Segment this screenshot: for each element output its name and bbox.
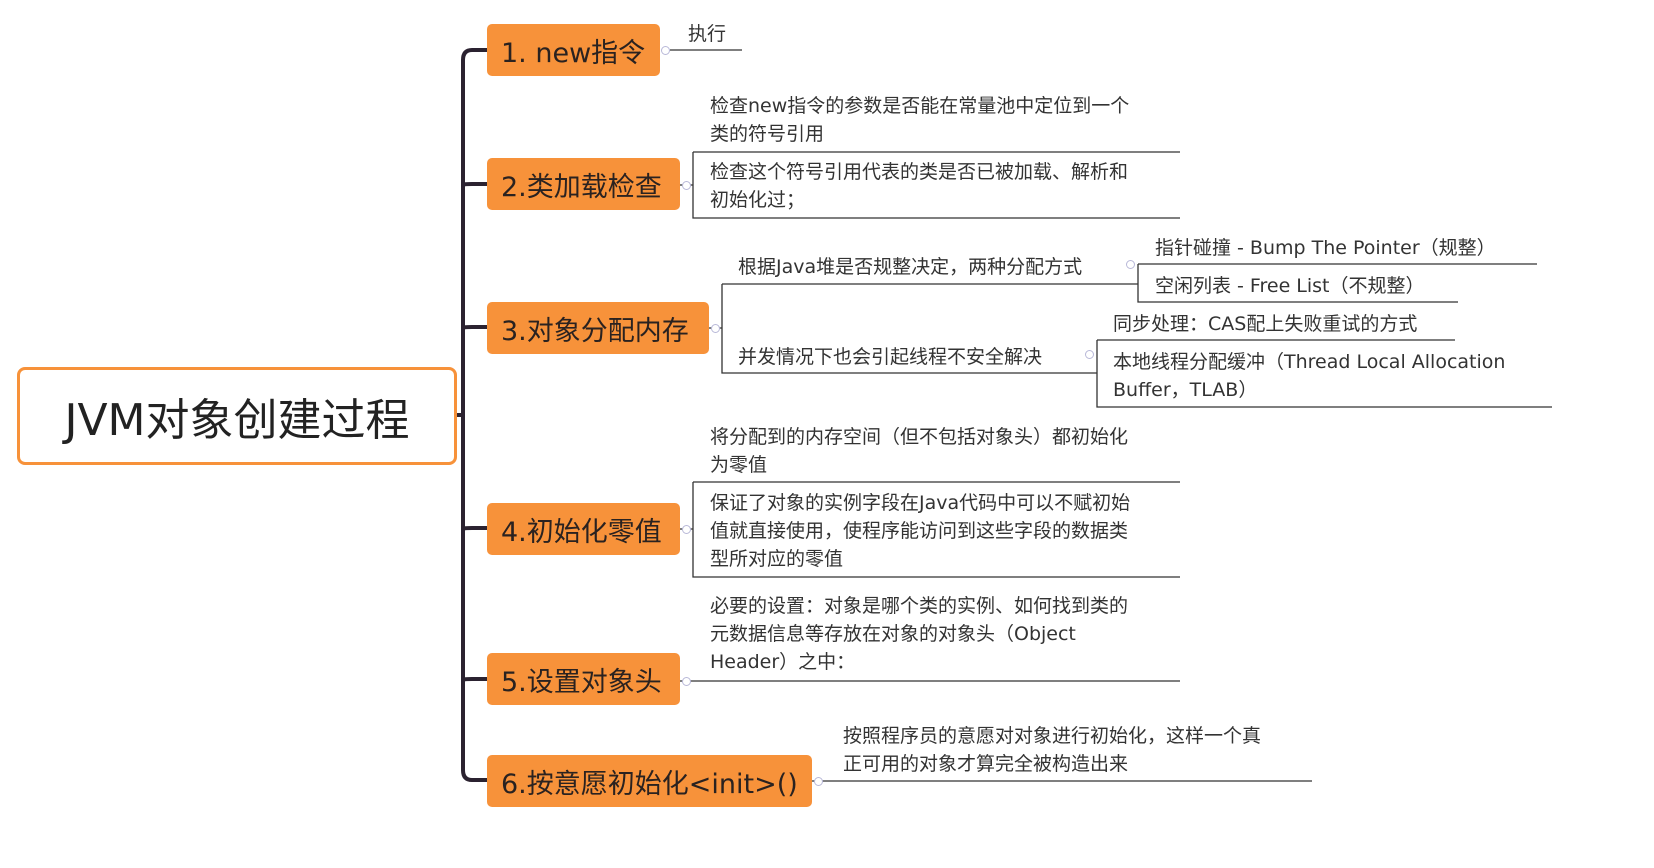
- branch-allocate-memory[interactable]: 3.对象分配内存: [487, 302, 709, 354]
- branch-init-zero[interactable]: 4.初始化零值: [487, 503, 680, 555]
- leaf-execute[interactable]: 执行: [688, 23, 727, 45]
- leaf-line: Buffer，TLAB）: [1113, 379, 1258, 401]
- leaf-check-loaded[interactable]: 检查这个符号引用代表的类是否已被加载、解析和 初始化过；: [710, 158, 1128, 214]
- collapse-toggle-icon[interactable]: [1085, 350, 1094, 359]
- leaf-line: 型所对应的零值: [710, 548, 844, 570]
- leaf-line: 元数据信息等存放在对象的对象头（Object: [710, 623, 1076, 645]
- branch-set-header[interactable]: 5.设置对象头: [487, 653, 680, 705]
- collapse-toggle-icon[interactable]: [682, 525, 691, 534]
- leaf-bump-pointer[interactable]: 指针碰撞 - Bump The Pointer（规整）: [1155, 237, 1496, 259]
- collapse-toggle-icon[interactable]: [682, 181, 691, 190]
- subtopic-allocation-method[interactable]: 根据Java堆是否规整决定，两种分配方式: [738, 256, 1083, 278]
- leaf-object-header[interactable]: 必要的设置：对象是哪个类的实例、如何找到类的 元数据信息等存放在对象的对象头（O…: [710, 592, 1128, 676]
- leaf-line: 按照程序员的意愿对对象进行初始化，这样一个真: [843, 725, 1262, 747]
- leaf-line: 值就直接使用，使程序能访问到这些字段的数据类: [710, 520, 1129, 542]
- leaf-tlab[interactable]: 本地线程分配缓冲（Thread Local Allocation Buffer，…: [1113, 348, 1505, 404]
- leaf-free-list[interactable]: 空闲列表 - Free List（不规整）: [1155, 275, 1425, 297]
- leaf-line: 本地线程分配缓冲（Thread Local Allocation: [1113, 351, 1506, 373]
- branch-new-instruction[interactable]: 1. new指令: [487, 24, 660, 76]
- leaf-line: 正可用的对象才算完全被构造出来: [843, 753, 1129, 775]
- leaf-zero-init[interactable]: 将分配到的内存空间（但不包括对象头）都初始化 为零值: [710, 423, 1128, 479]
- leaf-cas[interactable]: 同步处理：CAS配上失败重试的方式: [1113, 313, 1418, 335]
- leaf-line: 必要的设置：对象是哪个类的实例、如何找到类的: [710, 595, 1129, 617]
- leaf-init-intent[interactable]: 按照程序员的意愿对对象进行初始化，这样一个真 正可用的对象才算完全被构造出来: [843, 722, 1261, 778]
- leaf-line: 类的符号引用: [710, 123, 825, 145]
- subtopic-concurrency[interactable]: 并发情况下也会引起线程不安全解决: [738, 346, 1043, 368]
- leaf-line: 初始化过；: [710, 189, 806, 211]
- leaf-line: 保证了对象的实例字段在Java代码中可以不赋初始: [710, 492, 1131, 514]
- branch-init-method[interactable]: 6.按意愿初始化<init>(): [487, 755, 812, 807]
- root-topic[interactable]: JVM对象创建过程: [17, 367, 457, 465]
- leaf-line: 检查这个符号引用代表的类是否已被加载、解析和: [710, 161, 1129, 183]
- collapse-toggle-icon[interactable]: [661, 46, 670, 55]
- collapse-toggle-icon[interactable]: [682, 677, 691, 686]
- leaf-line: Header）之中：: [710, 651, 856, 673]
- leaf-line: 将分配到的内存空间（但不包括对象头）都初始化: [710, 426, 1129, 448]
- leaf-check-param[interactable]: 检查new指令的参数是否能在常量池中定位到一个 类的符号引用: [710, 92, 1129, 148]
- branch-class-load-check[interactable]: 2.类加载检查: [487, 158, 680, 210]
- collapse-toggle-icon[interactable]: [814, 777, 823, 786]
- collapse-toggle-icon[interactable]: [1126, 260, 1135, 269]
- leaf-line: 为零值: [710, 454, 768, 476]
- collapse-toggle-icon[interactable]: [711, 324, 720, 333]
- leaf-line: 检查new指令的参数是否能在常量池中定位到一个: [710, 95, 1130, 117]
- leaf-zero-guarantee[interactable]: 保证了对象的实例字段在Java代码中可以不赋初始 值就直接使用，使程序能访问到这…: [710, 489, 1130, 573]
